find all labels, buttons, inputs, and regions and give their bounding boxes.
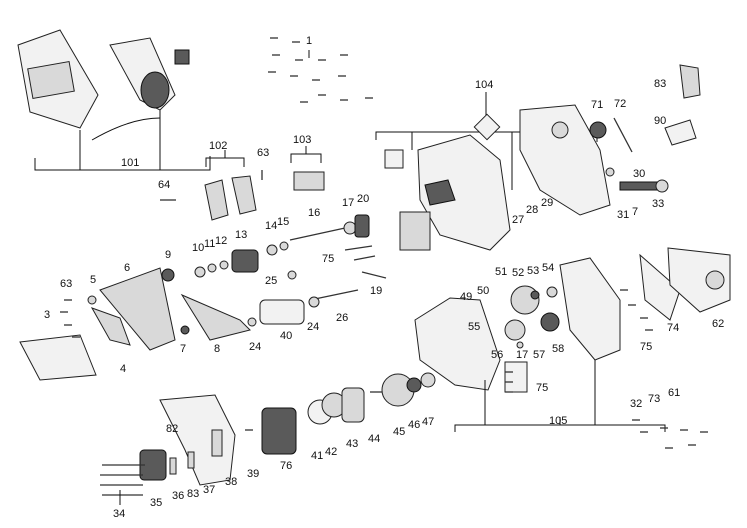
part-label-17: 17 [342,197,354,209]
part-label-36: 36 [172,490,184,502]
part-label-63a: 63 [60,278,72,290]
part-label-13: 13 [235,229,247,241]
part-label-40: 40 [280,330,292,342]
part-label-46: 46 [408,419,420,431]
part-label-3: 3 [44,309,50,321]
part-label-25: 25 [265,275,277,287]
part-label-49: 49 [460,291,472,303]
group-bracket-102 [204,150,257,221]
part-label-38: 38 [225,476,237,488]
part-label-82: 82 [166,423,178,435]
part-label-71: 71 [591,99,603,111]
part-label-57: 57 [533,349,545,361]
part-label-54: 54 [542,262,554,274]
motor-parts [100,372,436,505]
part-label-56: 56 [491,349,503,361]
part-label-76: 76 [280,460,292,472]
part-label-75b: 75 [640,341,652,353]
part-label-58: 58 [552,343,564,355]
part-label-63b: 63 [257,147,269,159]
part-label-77: 83 [187,488,199,500]
screw-cluster-1 [268,37,373,103]
part-label-12: 12 [215,235,227,247]
shaft-assembly [161,214,387,282]
part-label-52: 52 [512,267,524,279]
part-label-19: 19 [370,285,382,297]
part-label-10: 10 [192,242,204,254]
group-bracket-101 [34,110,211,171]
part-label-39: 39 [247,468,259,480]
housing-half-right [384,104,611,216]
part-label-83: 83 [654,78,666,90]
part-label-44: 44 [368,433,380,445]
part-label-47: 47 [422,416,434,428]
part-label-8: 8 [214,343,220,355]
part-label-51: 51 [495,266,507,278]
part-label-24b: 24 [307,321,319,333]
part-label-5: 5 [90,274,96,286]
part-label-37: 37 [203,484,215,496]
part-label-103: 103 [293,134,311,146]
dust-bag-part [17,29,190,141]
part-label-101: 101 [121,157,139,169]
part-label-62: 62 [712,318,724,330]
part-label-64: 64 [158,179,170,191]
part-label-11: 11 [204,238,215,250]
part-label-14: 14 [265,220,277,232]
part-label-26: 26 [336,312,348,324]
group-bracket-103 [290,146,325,191]
gearbox-parts [414,247,731,393]
part-label-28: 28 [526,204,538,216]
part-label-27: 27 [512,214,524,226]
part-label-45: 45 [393,426,405,438]
loose-screws [60,170,708,449]
part-label-55: 55 [468,321,480,333]
part-label-24a: 24 [249,341,261,353]
part-label-20: 20 [357,193,369,205]
part-label-50: 50 [477,285,489,297]
part-label-7: 7 [180,343,186,355]
part-labels: 1 3 4 5 6 7 8 9 10 11 12 13 14 15 16 17 … [44,35,724,520]
top-right-parts [589,64,701,193]
blade-guard-parts [19,267,359,381]
part-label-30: 30 [633,168,645,180]
part-label-75c: 75 [536,382,548,394]
part-label-16: 16 [308,207,320,219]
part-label-31: 31 [617,209,629,221]
part-label-75a: 75 [322,253,334,265]
part-label-7b: 7 [632,206,638,218]
part-label-4: 4 [120,363,126,375]
part-label-102: 102 [209,140,227,152]
part-label-41: 41 [311,450,323,462]
part-label-43: 43 [346,438,358,450]
part-label-61: 61 [668,387,680,399]
part-label-32: 32 [630,398,642,410]
part-label-105: 105 [549,415,567,427]
part-label-17b: 17 [516,349,528,361]
part-label-74: 74 [667,322,679,334]
part-label-9: 9 [165,249,171,261]
part-label-42: 42 [325,446,337,458]
part-label-104: 104 [475,79,493,91]
part-label-1: 1 [306,35,312,47]
part-label-90: 90 [654,115,666,127]
part-label-35: 35 [150,497,162,509]
part-label-15: 15 [277,216,289,228]
part-label-29: 29 [541,197,553,209]
part-label-6: 6 [124,262,130,274]
part-label-72: 72 [614,98,626,110]
part-label-34: 34 [113,508,125,520]
part-label-73: 73 [648,393,660,405]
part-label-33: 33 [652,198,664,210]
part-label-53: 53 [527,265,539,277]
housing-half-left [399,134,511,251]
